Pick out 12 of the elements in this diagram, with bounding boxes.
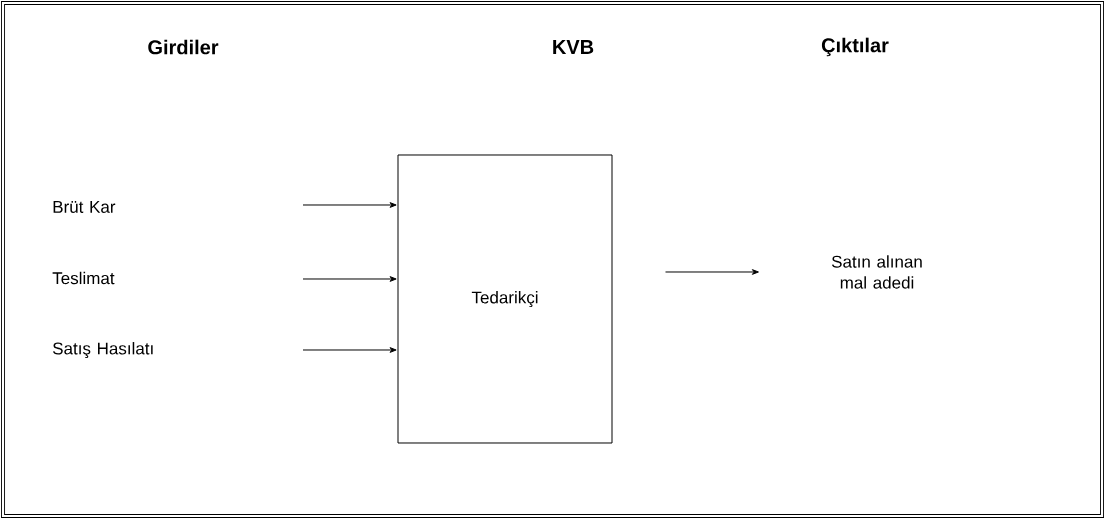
arrow xyxy=(302,347,397,353)
output-label: Satın alınan mal adedi xyxy=(831,255,922,289)
process-box: Tedarikçi xyxy=(397,154,613,444)
column-heading: KVB xyxy=(553,40,594,54)
arrow xyxy=(665,269,759,275)
arrow xyxy=(302,202,397,208)
arrow xyxy=(302,276,397,282)
input-label: Satış Hasılatı xyxy=(53,342,153,358)
input-label: Brüt Kar xyxy=(53,201,116,213)
column-heading: Girdiler xyxy=(148,39,219,55)
input-label: Teslimat xyxy=(52,271,115,285)
column-heading: Çıktılar xyxy=(821,37,889,57)
